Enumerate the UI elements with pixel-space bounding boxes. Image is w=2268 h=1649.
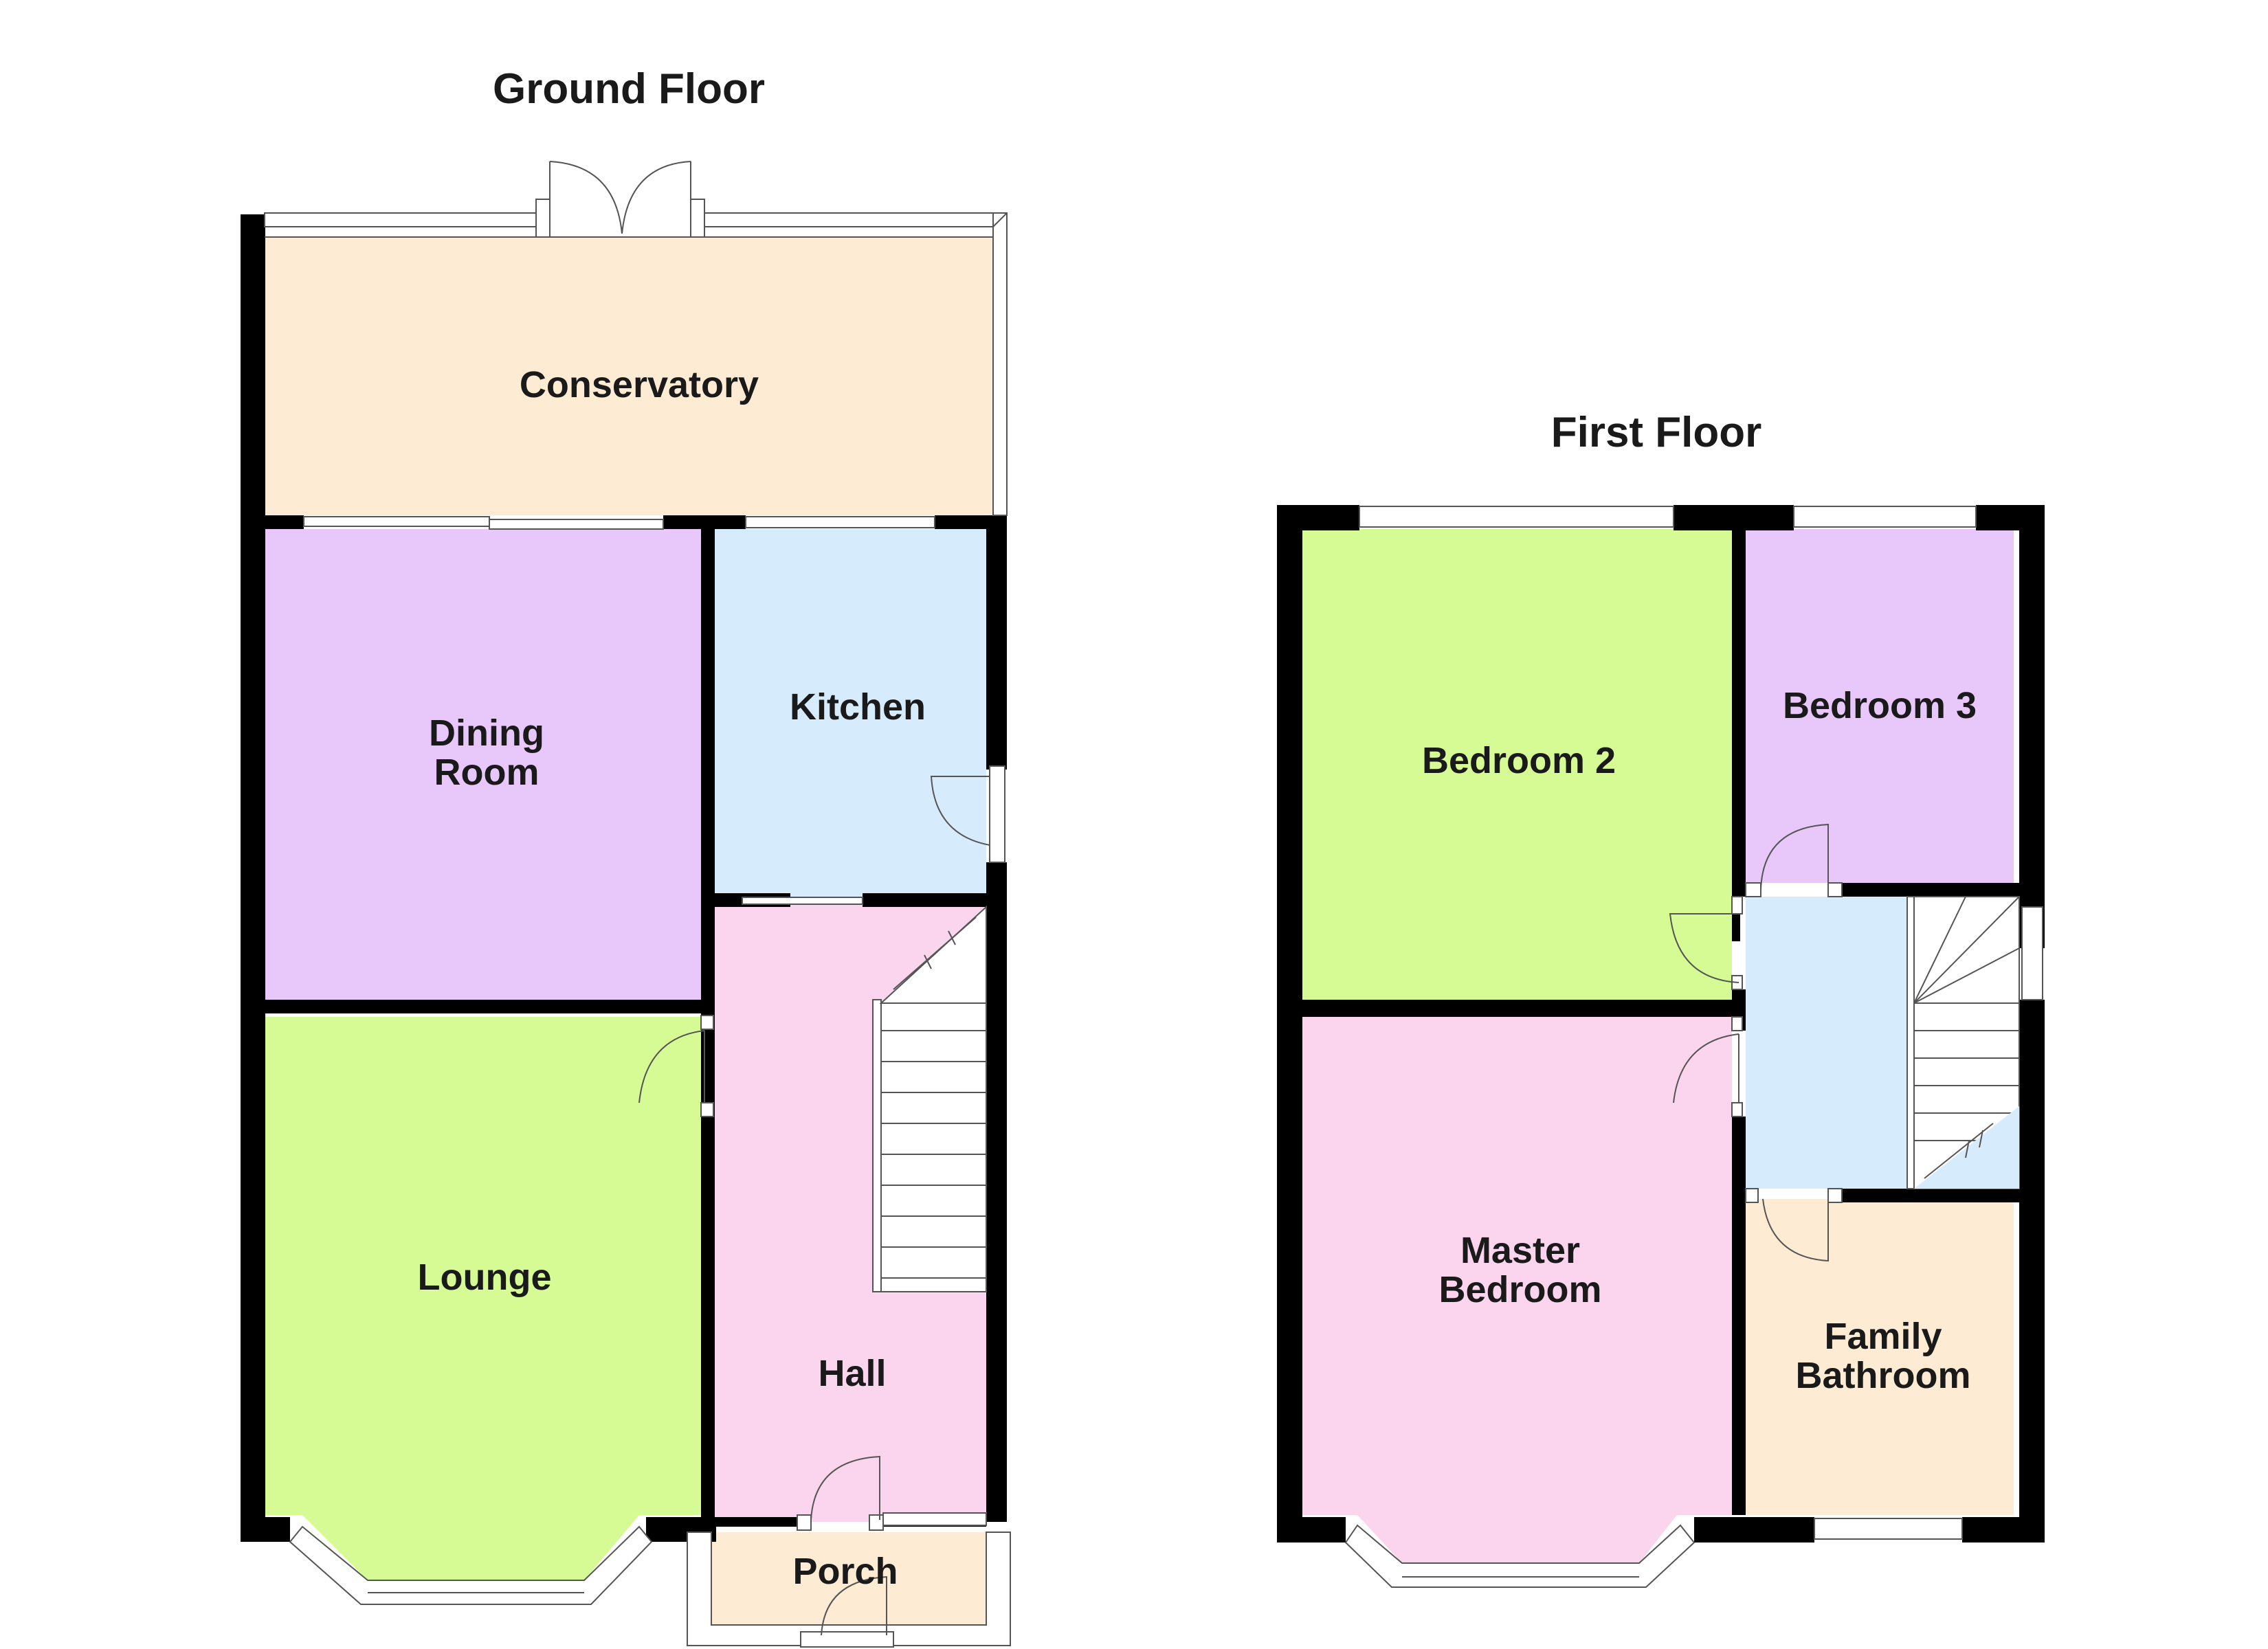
- door-frame: [700, 1015, 714, 1030]
- lounge-room: [265, 1017, 701, 1580]
- wall: [2019, 505, 2045, 948]
- master-bedroom-label-line2: Bedroom: [1438, 1269, 1601, 1310]
- stair-rail: [1906, 896, 1915, 1189]
- stair-rail: [872, 999, 882, 1292]
- conservatory-room: [265, 237, 993, 515]
- wall: [265, 515, 304, 529]
- conservatory-label: Conservatory: [520, 364, 759, 405]
- wall: [715, 1517, 797, 1527]
- window: [1793, 506, 1977, 528]
- wall: [1277, 505, 1359, 530]
- bay-window: [289, 1525, 653, 1605]
- stair-direction-arrow-icon: [1924, 1123, 1994, 1179]
- door-frame: [1731, 1102, 1743, 1117]
- door-swing-icon: [1673, 1033, 1739, 1103]
- kitchen-room: [711, 529, 986, 900]
- door-swing-icon: [1669, 913, 1739, 983]
- door-frame: [1731, 1016, 1743, 1031]
- ground-floor-title: Ground Floor: [493, 65, 765, 113]
- window: [992, 212, 1008, 516]
- bay-window: [1344, 1524, 1696, 1588]
- window: [882, 1512, 987, 1526]
- winder-stairs: [1913, 896, 2020, 1004]
- master-bedroom-label-line1: Master: [1460, 1230, 1580, 1271]
- wall: [1842, 883, 2019, 897]
- first-floor-title: First Floor: [1551, 409, 1762, 456]
- door-frame: [797, 1514, 812, 1531]
- door-swing-icon: [1762, 1198, 1829, 1262]
- wall: [1277, 1517, 1346, 1543]
- wall: [663, 515, 746, 529]
- porch-frame: [687, 1532, 1011, 1646]
- wall: [1842, 1189, 2019, 1202]
- family-bathroom-room: [1746, 1199, 2014, 1515]
- door-swing-icon: [930, 776, 990, 846]
- lounge-label: Lounge: [418, 1257, 552, 1298]
- bedroom-2-label: Bedroom 2: [1422, 740, 1616, 781]
- door-frame: [1745, 1188, 1759, 1203]
- stair-direction-arrow-icon: [893, 917, 977, 990]
- window: [745, 516, 935, 528]
- dining-room: [265, 529, 711, 1003]
- french-door-right-icon: [621, 161, 691, 237]
- porch-room: [711, 1532, 986, 1635]
- stair-bottom-landing: [1914, 1106, 2019, 1189]
- wall: [1674, 505, 1794, 530]
- wall: [265, 1000, 701, 1013]
- family-bathroom-label-line1: Family: [1824, 1316, 1942, 1357]
- bedroom-3-room: [1746, 529, 2014, 883]
- hall-label: Hall: [818, 1353, 886, 1394]
- wall: [1694, 1517, 1814, 1543]
- door-frame: [690, 199, 705, 238]
- window: [704, 212, 1008, 227]
- window-frame: [992, 212, 1008, 227]
- door-frame: [989, 765, 1005, 863]
- staircase: [872, 1002, 987, 1292]
- wall: [1732, 1117, 1746, 1515]
- wall: [1962, 1517, 2045, 1543]
- door-swing-icon: [638, 1030, 705, 1103]
- french-door-left-icon: [549, 161, 623, 237]
- window: [1359, 506, 1674, 528]
- door-frame: [1827, 882, 1843, 897]
- wall: [986, 515, 1007, 770]
- door-swing-icon: [821, 1575, 887, 1636]
- wall: [1302, 1000, 1732, 1017]
- wall: [1732, 914, 1740, 941]
- bedroom-3-label: Bedroom 3: [1783, 685, 1977, 726]
- window: [1814, 1518, 1963, 1540]
- wall: [863, 893, 986, 907]
- porch-label: Porch: [792, 1551, 898, 1592]
- wall: [241, 1517, 290, 1542]
- wall: [1732, 529, 1746, 897]
- door-swing-icon: [1760, 823, 1829, 890]
- sliding-door: [303, 516, 490, 527]
- door-frame: [869, 1514, 884, 1531]
- wall: [1277, 505, 1302, 1543]
- wall: [986, 862, 1007, 1522]
- door-frame: [535, 199, 551, 238]
- door-frame: [1731, 896, 1743, 915]
- ground-floor: Ground Floor: [241, 65, 1011, 1648]
- sliding-door: [742, 897, 863, 905]
- first-floor: First Floor: [1277, 409, 2045, 1588]
- wall: [2019, 1000, 2045, 1543]
- window: [264, 212, 537, 227]
- window: [2021, 906, 2043, 1000]
- door-frame: [700, 1102, 714, 1117]
- door-frame: [1745, 882, 1761, 897]
- door-frame: [1827, 1188, 1843, 1203]
- sliding-door: [489, 519, 664, 530]
- door-swing-icon: [810, 1455, 880, 1521]
- master-bedroom-room: [1302, 1017, 1732, 1563]
- family-bathroom-label-line2: Bathroom: [1796, 1355, 1971, 1396]
- dining-room-label-line1: Dining: [429, 713, 544, 754]
- wall: [241, 214, 265, 1542]
- porch-door-threshold: [800, 1631, 894, 1648]
- kitchen-label: Kitchen: [790, 686, 926, 728]
- dining-room-label-line2: Room: [434, 752, 540, 793]
- bedroom-2-room: [1302, 529, 1732, 1003]
